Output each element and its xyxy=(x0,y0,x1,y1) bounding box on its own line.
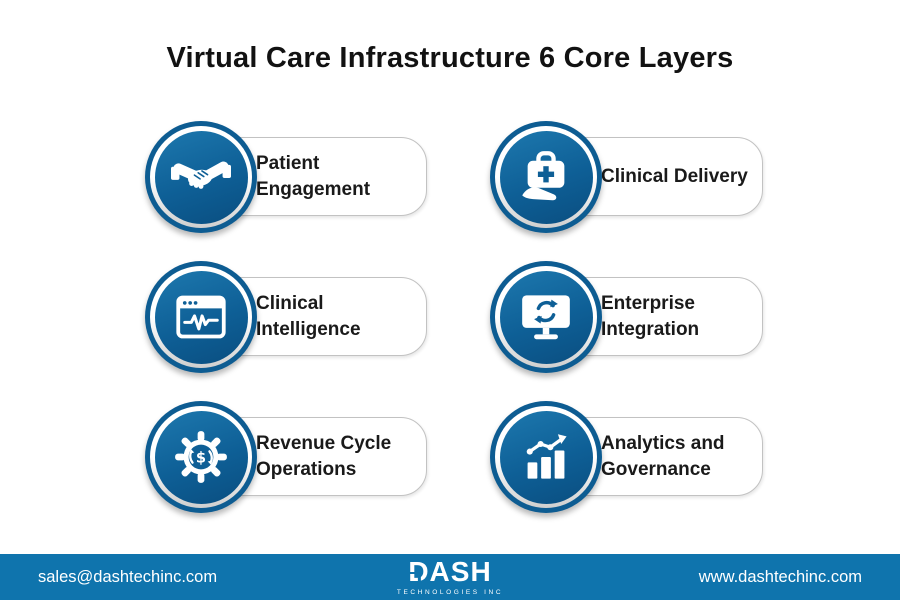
layer-label: Revenue Cycle Operations xyxy=(256,433,392,480)
layer-badge xyxy=(145,121,257,233)
dollar-glyph: $ xyxy=(196,450,206,467)
footer-website: www.dashtechinc.com xyxy=(698,567,862,586)
badge-inner: $ xyxy=(154,410,248,504)
layer-item-clinical-intelligence: Clinical Intelligence xyxy=(145,261,490,379)
layer-badge xyxy=(490,401,602,513)
badge-inner xyxy=(499,410,593,504)
layer-item-analytics-and-governance: Analytics and Governance xyxy=(490,401,835,519)
dash-logo-wordmark: DASH xyxy=(408,556,492,587)
badge-inner xyxy=(154,270,248,364)
badge-inner xyxy=(154,130,248,224)
page-title: Virtual Care Infrastructure 6 Core Layer… xyxy=(166,42,734,74)
monitor-sync-icon xyxy=(522,295,570,340)
browser-waveform-icon xyxy=(176,295,226,339)
dash-logo-subtext: TECHNOLOGIES INC xyxy=(396,589,504,596)
layer-label: Clinical Intelligence xyxy=(256,293,361,340)
dash-logo: DASH TECHNOLOGIES INC xyxy=(396,556,504,597)
badge-inner xyxy=(499,130,593,224)
layer-badge xyxy=(490,121,602,233)
badge-inner xyxy=(499,270,593,364)
footer-email: sales@dashtechinc.com xyxy=(38,567,218,586)
layer-item-enterprise-integration: Enterprise Integration xyxy=(490,261,835,379)
layer-label: Patient Engagement xyxy=(256,153,371,200)
layer-badge xyxy=(145,261,257,373)
layer-item-revenue-cycle-operations: Revenue Cycle Operations xyxy=(145,401,490,519)
medical-bag-hand-icon xyxy=(522,151,565,201)
bar-chart-trend-icon xyxy=(526,434,567,479)
footer-bar: sales@dashtechinc.com DASH TECHNOLOGIES … xyxy=(0,554,900,600)
layer-label: Clinical Delivery xyxy=(601,165,748,187)
layer-label: Analytics and Governance xyxy=(601,433,725,480)
layer-item-clinical-delivery: Clinical Delivery xyxy=(490,121,835,239)
layer-badge: $ xyxy=(145,401,257,513)
layer-badge xyxy=(490,261,602,373)
handshake-icon xyxy=(171,161,231,189)
gear-dollar-icon: $ xyxy=(175,431,227,483)
layer-label: Enterprise Integration xyxy=(601,293,700,340)
layer-item-patient-engagement: Patient Engagement xyxy=(145,121,490,239)
